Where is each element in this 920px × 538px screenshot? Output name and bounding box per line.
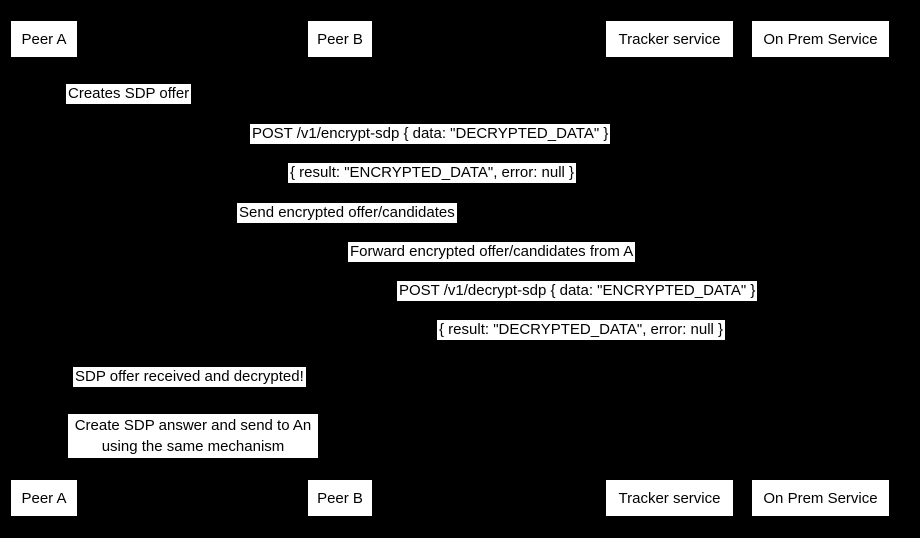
message-label-8: SDP offer received and decrypted! xyxy=(73,367,306,387)
participant-on-prem-service-bottom: On Prem Service xyxy=(752,480,889,516)
message-label-2: POST /v1/encrypt-sdp { data: "DECRYPTED_… xyxy=(250,124,611,144)
message-label-6: POST /v1/decrypt-sdp { data: "ENCRYPTED_… xyxy=(397,281,758,301)
note-create-sdp-answer: Create SDP answer and send to An using t… xyxy=(68,414,318,458)
participant-peer-a-top: Peer A xyxy=(11,21,77,57)
message-label-5: Forward encrypted offer/candidates from … xyxy=(348,242,636,262)
message-label-7: { result: "DECRYPTED_DATA", error: null … xyxy=(437,320,726,340)
participant-on-prem-service-top: On Prem Service xyxy=(752,21,889,57)
message-label-3: { result: "ENCRYPTED_DATA", error: null … xyxy=(288,163,577,183)
message-label-1: Creates SDP offer xyxy=(66,84,192,104)
participant-tracker-service-bottom: Tracker service xyxy=(606,480,733,516)
participant-peer-b-top: Peer B xyxy=(308,21,372,57)
message-label-4: Send encrypted offer/candidates xyxy=(237,203,457,223)
participant-peer-b-bottom: Peer B xyxy=(308,480,372,516)
participant-tracker-service-top: Tracker service xyxy=(606,21,733,57)
participant-peer-a-bottom: Peer A xyxy=(11,480,77,516)
